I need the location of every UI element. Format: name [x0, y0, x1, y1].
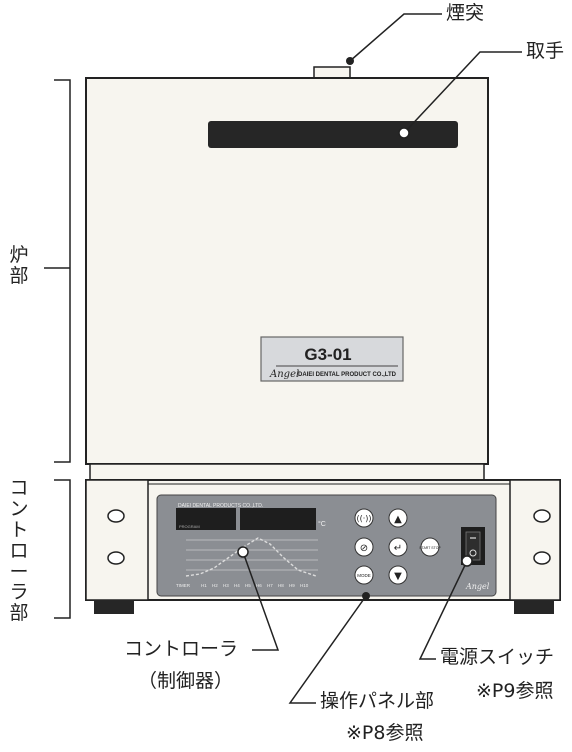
- controller-callout-dot: [237, 546, 249, 558]
- left-foot: [94, 600, 134, 614]
- timer-icon: ⊘: [360, 543, 368, 554]
- display-temperature: [240, 508, 316, 530]
- right-hole-bottom: [533, 551, 551, 565]
- program-select-button[interactable]: ((·)): [354, 508, 374, 528]
- mode-label: MODE: [357, 573, 371, 578]
- up-button[interactable]: ▲: [388, 508, 408, 528]
- enter-icon: ↵: [394, 543, 402, 554]
- profile-label-h3: H3: [223, 583, 229, 588]
- start-stop-button[interactable]: START STOP: [419, 537, 441, 557]
- callout-lines: [44, 13, 522, 704]
- power-switch-label: 電源スイッチ: [440, 646, 555, 668]
- controller-section-label: コントローラ部: [9, 477, 29, 625]
- body-base-band: [89, 463, 485, 481]
- down-arrow-icon: ▼: [394, 571, 402, 582]
- down-button[interactable]: ▼: [388, 565, 408, 585]
- profile-label-h10: H10: [300, 583, 309, 588]
- panel-ref-label: ※P8参照: [346, 722, 424, 744]
- left-hole-top: [107, 509, 125, 523]
- panel-sub-label: PROGRAM: [179, 524, 200, 529]
- profile-label-timer: TIMER: [176, 583, 191, 588]
- profile-label-h2: H2: [212, 583, 218, 588]
- callout-dots: [346, 57, 370, 600]
- profile-label-h1: H1: [201, 583, 207, 588]
- left-side-block: [85, 479, 149, 601]
- handle-label: 取手: [526, 40, 565, 62]
- timer-button[interactable]: ⊘: [354, 537, 374, 557]
- up-arrow-icon: ▲: [394, 514, 402, 525]
- start-stop-label: START STOP: [419, 546, 441, 550]
- nameplate-model: G3-01: [304, 345, 351, 364]
- control-panel: DAIEI DENTAL PRODUCTS CO.,LTD. PROGRAM °…: [156, 494, 497, 597]
- profile-chart: [186, 539, 318, 571]
- right-hole-top: [533, 509, 551, 523]
- mode-button[interactable]: MODE: [354, 565, 374, 585]
- furnace-label: 炉部: [9, 244, 29, 287]
- panel-label: 操作パネル部: [320, 690, 435, 712]
- switch-callout-dot: [461, 555, 473, 567]
- profile-label-h4: H4: [234, 583, 240, 588]
- handle-bar: [208, 121, 458, 148]
- nameplate-maker: DAIEI DENTAL PRODUCT CO.,LTD: [298, 372, 397, 378]
- power-ref-label: ※P9参照: [476, 680, 554, 702]
- nameplate-brand: Angel: [269, 369, 299, 380]
- profile-label-h8: H8: [278, 583, 284, 588]
- panel-unit: °C: [318, 520, 326, 528]
- left-hole-bottom: [107, 551, 125, 565]
- profile-label-h9: H9: [289, 583, 295, 588]
- right-side-block: [509, 479, 561, 601]
- enter-button[interactable]: ↵: [388, 537, 408, 557]
- profile-label-h7: H7: [267, 583, 273, 588]
- panel-maker: DAIEI DENTAL PRODUCTS CO.,LTD.: [178, 503, 263, 509]
- controller-label: コントローラ: [124, 638, 239, 660]
- display-program: [176, 508, 236, 530]
- handle-callout-dot: [398, 127, 410, 139]
- right-foot: [514, 600, 554, 614]
- chimney: [313, 66, 351, 79]
- controller-sub-label: （制御器）: [138, 670, 234, 692]
- program-select-icon: ((·)): [356, 514, 371, 523]
- panel-brand: Angel: [465, 582, 490, 591]
- nameplate: G3-01 Angel DAIEI DENTAL PRODUCT CO.,LTD: [260, 336, 404, 382]
- profile-curve: [185, 537, 317, 577]
- profile-label-h5: H5: [245, 583, 251, 588]
- profile-label-h6: H6: [256, 583, 262, 588]
- chimney-label: 煙突: [446, 2, 485, 24]
